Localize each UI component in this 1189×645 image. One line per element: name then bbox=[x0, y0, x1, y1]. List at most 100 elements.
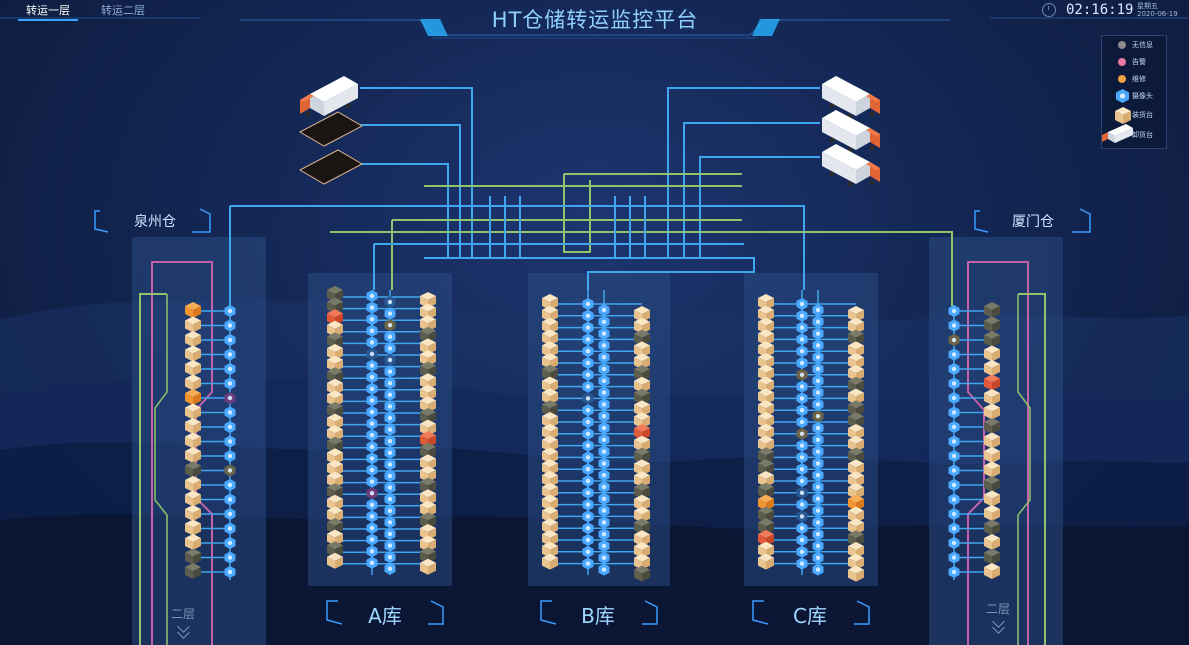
camera-hex-icon[interactable] bbox=[812, 363, 824, 375]
camera-hex-icon[interactable] bbox=[598, 481, 610, 493]
camera-hex-icon[interactable] bbox=[582, 498, 594, 511]
camera-hex-icon[interactable] bbox=[796, 475, 808, 487]
camera-hex-icon[interactable] bbox=[366, 371, 378, 384]
camera-hex-icon[interactable] bbox=[812, 481, 824, 493]
camera-hex-icon[interactable] bbox=[796, 380, 808, 393]
camera-hex-icon[interactable] bbox=[582, 486, 594, 499]
camera-hex-icon[interactable] bbox=[366, 290, 378, 302]
camera-hex-icon[interactable] bbox=[384, 435, 396, 448]
camera-hex-icon[interactable] bbox=[598, 351, 610, 364]
camera-hex-icon[interactable] bbox=[582, 309, 594, 322]
camera-hex-icon[interactable] bbox=[796, 451, 808, 464]
truck-icon[interactable] bbox=[822, 144, 880, 187]
camera-hex-icon[interactable] bbox=[598, 339, 610, 352]
camera-hex-icon[interactable] bbox=[948, 305, 960, 317]
camera-hex-icon[interactable] bbox=[366, 301, 378, 314]
camera-hex-icon[interactable] bbox=[582, 439, 594, 452]
camera-hex-icon[interactable] bbox=[948, 348, 960, 361]
camera-hex-icon[interactable] bbox=[796, 392, 808, 405]
camera-hex-icon[interactable] bbox=[582, 345, 594, 358]
camera-hex-icon[interactable] bbox=[812, 351, 824, 364]
camera-hex-icon[interactable] bbox=[598, 422, 610, 434]
camera-hex-icon[interactable] bbox=[812, 386, 824, 399]
camera-hex-icon[interactable] bbox=[366, 475, 378, 488]
camera-hex-icon[interactable] bbox=[224, 348, 236, 361]
camera-hex-icon[interactable] bbox=[366, 556, 378, 569]
camera-hex-icon[interactable] bbox=[598, 410, 610, 423]
tab-floor-2[interactable]: 转运二层 bbox=[101, 4, 145, 17]
camera-hex-icon[interactable] bbox=[948, 493, 960, 506]
camera-hex-icon[interactable] bbox=[598, 386, 610, 399]
camera-hex-icon[interactable] bbox=[812, 327, 824, 340]
camera-hex-icon[interactable] bbox=[384, 562, 396, 575]
camera-hex-icon[interactable] bbox=[582, 557, 594, 570]
camera-hex-icon[interactable] bbox=[366, 498, 378, 511]
camera-hex-icon[interactable] bbox=[948, 566, 960, 578]
camera-hex-icon[interactable] bbox=[582, 392, 594, 405]
camera-hex-icon[interactable] bbox=[796, 321, 808, 334]
camera-hex-icon[interactable] bbox=[224, 435, 236, 448]
camera-hex-icon[interactable] bbox=[948, 464, 960, 477]
camera-hex-icon[interactable] bbox=[812, 339, 824, 352]
camera-hex-icon[interactable] bbox=[224, 450, 236, 462]
unloading-dock[interactable] bbox=[298, 149, 364, 185]
camera-hex-icon[interactable] bbox=[598, 433, 610, 446]
camera-hex-icon[interactable] bbox=[384, 307, 396, 320]
camera-hex-icon[interactable] bbox=[796, 404, 808, 417]
camera-hex-icon[interactable] bbox=[948, 435, 960, 448]
store-label-c[interactable]: C库 bbox=[793, 604, 827, 628]
camera-hex-icon[interactable] bbox=[366, 452, 378, 465]
camera-hex-icon[interactable] bbox=[582, 451, 594, 464]
camera-hex-icon[interactable] bbox=[384, 504, 396, 517]
camera-hex-icon[interactable] bbox=[582, 534, 594, 546]
camera-hex-icon[interactable] bbox=[948, 319, 960, 332]
camera-hex-icon[interactable] bbox=[384, 528, 396, 540]
camera-hex-icon[interactable] bbox=[224, 334, 236, 346]
camera-hex-icon[interactable] bbox=[812, 433, 824, 446]
camera-hex-icon[interactable] bbox=[582, 463, 594, 476]
camera-hex-icon[interactable] bbox=[384, 446, 396, 459]
camera-hex-icon[interactable] bbox=[366, 522, 378, 534]
camera-hex-icon[interactable] bbox=[796, 522, 808, 535]
camera-hex-icon[interactable] bbox=[582, 522, 594, 535]
camera-hex-icon[interactable] bbox=[366, 510, 378, 523]
floor-label-left[interactable]: 二层 bbox=[170, 607, 195, 621]
camera-hex-icon[interactable] bbox=[948, 537, 960, 549]
camera-hex-icon[interactable] bbox=[366, 417, 378, 430]
camera-hex-icon[interactable] bbox=[224, 508, 236, 520]
warehouse-label-quanzhou[interactable]: 泉州仓 bbox=[134, 214, 176, 230]
camera-hex-icon[interactable] bbox=[384, 458, 396, 471]
camera-hex-icon[interactable] bbox=[812, 492, 824, 505]
camera-hex-icon[interactable] bbox=[366, 533, 378, 546]
camera-hex-icon[interactable] bbox=[224, 464, 236, 477]
camera-hex-icon[interactable] bbox=[598, 445, 610, 458]
camera-hex-icon[interactable] bbox=[796, 463, 808, 476]
camera-hex-icon[interactable] bbox=[598, 315, 610, 328]
camera-hex-icon[interactable] bbox=[224, 479, 236, 491]
camera-hex-icon[interactable] bbox=[366, 464, 378, 476]
camera-hex-icon[interactable] bbox=[812, 504, 824, 517]
camera-hex-icon[interactable] bbox=[582, 545, 594, 558]
camera-hex-icon[interactable] bbox=[384, 551, 396, 564]
camera-hex-icon[interactable] bbox=[384, 296, 396, 308]
camera-hex-icon[interactable] bbox=[384, 319, 396, 332]
camera-hex-icon[interactable] bbox=[948, 421, 960, 433]
camera-hex-icon[interactable] bbox=[582, 357, 594, 369]
tab-floor-1[interactable]: 转运一层 bbox=[18, 3, 78, 21]
camera-hex-icon[interactable] bbox=[812, 469, 824, 482]
camera-hex-icon[interactable] bbox=[598, 304, 610, 316]
camera-hex-icon[interactable] bbox=[796, 534, 808, 546]
camera-hex-icon[interactable] bbox=[796, 427, 808, 440]
camera-hex-icon[interactable] bbox=[598, 528, 610, 541]
camera-hex-icon[interactable] bbox=[384, 423, 396, 436]
camera-hex-icon[interactable] bbox=[948, 450, 960, 462]
camera-hex-icon[interactable] bbox=[598, 398, 610, 411]
camera-hex-icon[interactable] bbox=[796, 510, 808, 523]
camera-hex-icon[interactable] bbox=[812, 304, 824, 316]
camera-hex-icon[interactable] bbox=[812, 563, 824, 576]
camera-hex-icon[interactable] bbox=[948, 334, 960, 346]
camera-hex-icon[interactable] bbox=[812, 516, 824, 529]
camera-hex-icon[interactable] bbox=[796, 298, 808, 310]
camera-hex-icon[interactable] bbox=[598, 363, 610, 375]
camera-hex-icon[interactable] bbox=[948, 522, 960, 535]
